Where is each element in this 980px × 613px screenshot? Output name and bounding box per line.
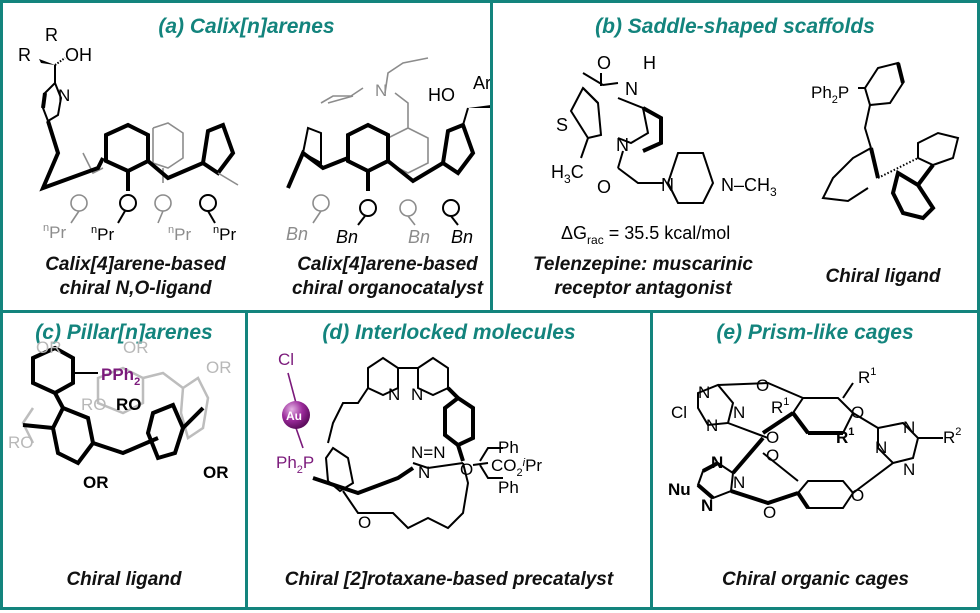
structure-calixarene-no-ligand: R R OH N nPr nPr nPr nPr <box>18 25 239 244</box>
svg-text:nPr: nPr <box>43 222 66 242</box>
panel-prism-like-cages: (e) Prism-like cages O R1 R1 O R1 O O O <box>650 310 980 610</box>
svg-text:N: N <box>698 383 710 402</box>
svg-text:N: N <box>903 460 915 479</box>
svg-text:N: N <box>661 175 674 195</box>
svg-text:N: N <box>616 135 629 155</box>
svg-text:N=N: N=N <box>411 443 445 462</box>
label-oh: OH <box>65 45 92 65</box>
panel-title: (e) Prism-like cages <box>716 321 914 344</box>
svg-text:R2: R2 <box>943 426 961 447</box>
svg-text:O: O <box>763 503 776 522</box>
svg-text:N: N <box>711 453 723 472</box>
svg-text:S: S <box>556 115 568 135</box>
svg-text:O: O <box>851 403 864 422</box>
svg-text:Bn: Bn <box>451 227 473 247</box>
svg-text:O: O <box>597 177 611 197</box>
svg-text:O: O <box>851 486 864 505</box>
label-ho: HO <box>428 85 455 105</box>
caption-calixarene-ligand: Calix[4]arene-based chiral N,O-ligand <box>45 254 226 299</box>
caption-pillararene: Chiral ligand <box>66 569 182 590</box>
structure-telenzepine: O H N S N H3C O N N–CH3 ΔGrac = 35.5 kca… <box>551 53 777 247</box>
caption-calixarene-organocatalyst: Calix[4]arene-based chiral organocatalys… <box>291 254 484 299</box>
svg-text:O: O <box>597 53 611 73</box>
structure-pillararene-ligand: OR OR OR RO RO PPh2 RO OR OR <box>8 338 232 492</box>
svg-text:N: N <box>733 473 745 492</box>
svg-text:N: N <box>418 463 430 482</box>
svg-text:Bn: Bn <box>286 224 308 244</box>
svg-text:N: N <box>625 79 638 99</box>
label-n: N <box>58 86 70 105</box>
svg-text:O: O <box>460 460 473 479</box>
caption-rotaxane: Chiral [2]rotaxane-based precatalyst <box>284 569 614 590</box>
svg-text:O: O <box>766 428 779 447</box>
svg-text:RO: RO <box>116 395 142 414</box>
svg-text:OR: OR <box>36 338 62 357</box>
panel-title: (d) Interlocked molecules <box>322 321 576 344</box>
structure-rotaxane-precatalyst: Cl Au Ph2P N N N=N N O O Ph CO2iPr Ph <box>276 350 542 532</box>
svg-text:O: O <box>766 446 779 465</box>
svg-text:nPr: nPr <box>168 224 191 244</box>
label-r-left: R <box>18 45 31 65</box>
panel-pillararenes: (c) Pillar[n]arenes OR OR OR RO RO PPh2 … <box>0 310 248 610</box>
svg-text:RO: RO <box>81 395 107 414</box>
structure-chiral-saddle-ligand: Ph2P <box>811 61 960 221</box>
label-ph2p: Ph2P <box>811 83 849 106</box>
svg-text:R1: R1 <box>858 366 876 387</box>
structure-chiral-organic-cage: O R1 R1 O R1 O O O O N N N Cl N N N Nu N… <box>668 366 961 522</box>
svg-text:N: N <box>903 418 915 437</box>
svg-text:OR: OR <box>206 358 232 377</box>
label-ph2p: Ph2P <box>276 453 314 476</box>
svg-text:Ph: Ph <box>498 478 519 497</box>
svg-text:N: N <box>388 385 400 404</box>
panel-title: (b) Saddle-shaped scaffolds <box>595 15 875 38</box>
svg-text:Nu: Nu <box>668 480 691 499</box>
svg-text:Au: Au <box>286 409 302 423</box>
svg-text:N: N <box>701 496 713 515</box>
caption-chiral-ligand-saddle: Chiral ligand <box>825 266 941 287</box>
svg-text:OR: OR <box>83 473 109 492</box>
svg-text:O: O <box>756 376 769 395</box>
svg-text:R1: R1 <box>836 426 854 447</box>
svg-text:Bn: Bn <box>336 227 358 247</box>
label-n: N <box>375 81 387 100</box>
svg-text:N: N <box>411 385 423 404</box>
panel-calixarenes: (a) Calix[n]arenes R R OH N nPr nPr <box>0 0 493 313</box>
svg-text:N: N <box>733 403 745 422</box>
energy-barrier: ΔGrac = 35.5 kcal/mol <box>561 223 730 247</box>
label-pph2: PPh2 <box>101 365 140 388</box>
svg-text:Cl: Cl <box>671 403 687 422</box>
svg-text:OR: OR <box>203 463 229 482</box>
svg-text:H: H <box>643 53 656 73</box>
svg-text:nPr: nPr <box>213 224 236 244</box>
svg-text:nPr: nPr <box>91 224 114 244</box>
svg-text:CO2iPr: CO2iPr <box>491 456 542 479</box>
caption-telenzepine: Telenzepine: muscarinic receptor antagon… <box>533 254 753 299</box>
svg-text:N: N <box>875 438 887 457</box>
svg-text:RO: RO <box>8 433 34 452</box>
panel-title: (c) Pillar[n]arenes <box>35 321 213 344</box>
label-ar: Ar <box>473 73 491 93</box>
svg-text:Bn: Bn <box>408 227 430 247</box>
svg-text:OR: OR <box>123 338 149 357</box>
svg-text:R1: R1 <box>771 396 789 417</box>
svg-text:Cl: Cl <box>278 350 294 369</box>
gold-atom-sphere <box>282 401 310 429</box>
svg-text:O: O <box>358 513 371 532</box>
svg-text:N: N <box>706 416 718 435</box>
panel-saddle-shaped-scaffolds: (b) Saddle-shaped scaffolds O H N S N H3… <box>490 0 980 313</box>
label-r-top: R <box>45 25 58 45</box>
caption-organic-cages: Chiral organic cages <box>722 569 909 590</box>
structure-calixarene-organocatalyst: N HO Ar Bn Bn Bn Bn <box>286 57 493 247</box>
panel-interlocked-molecules: (d) Interlocked molecules Cl Au Ph2P <box>245 310 653 610</box>
panel-title: (a) Calix[n]arenes <box>158 15 335 38</box>
svg-text:Ph: Ph <box>498 438 519 457</box>
